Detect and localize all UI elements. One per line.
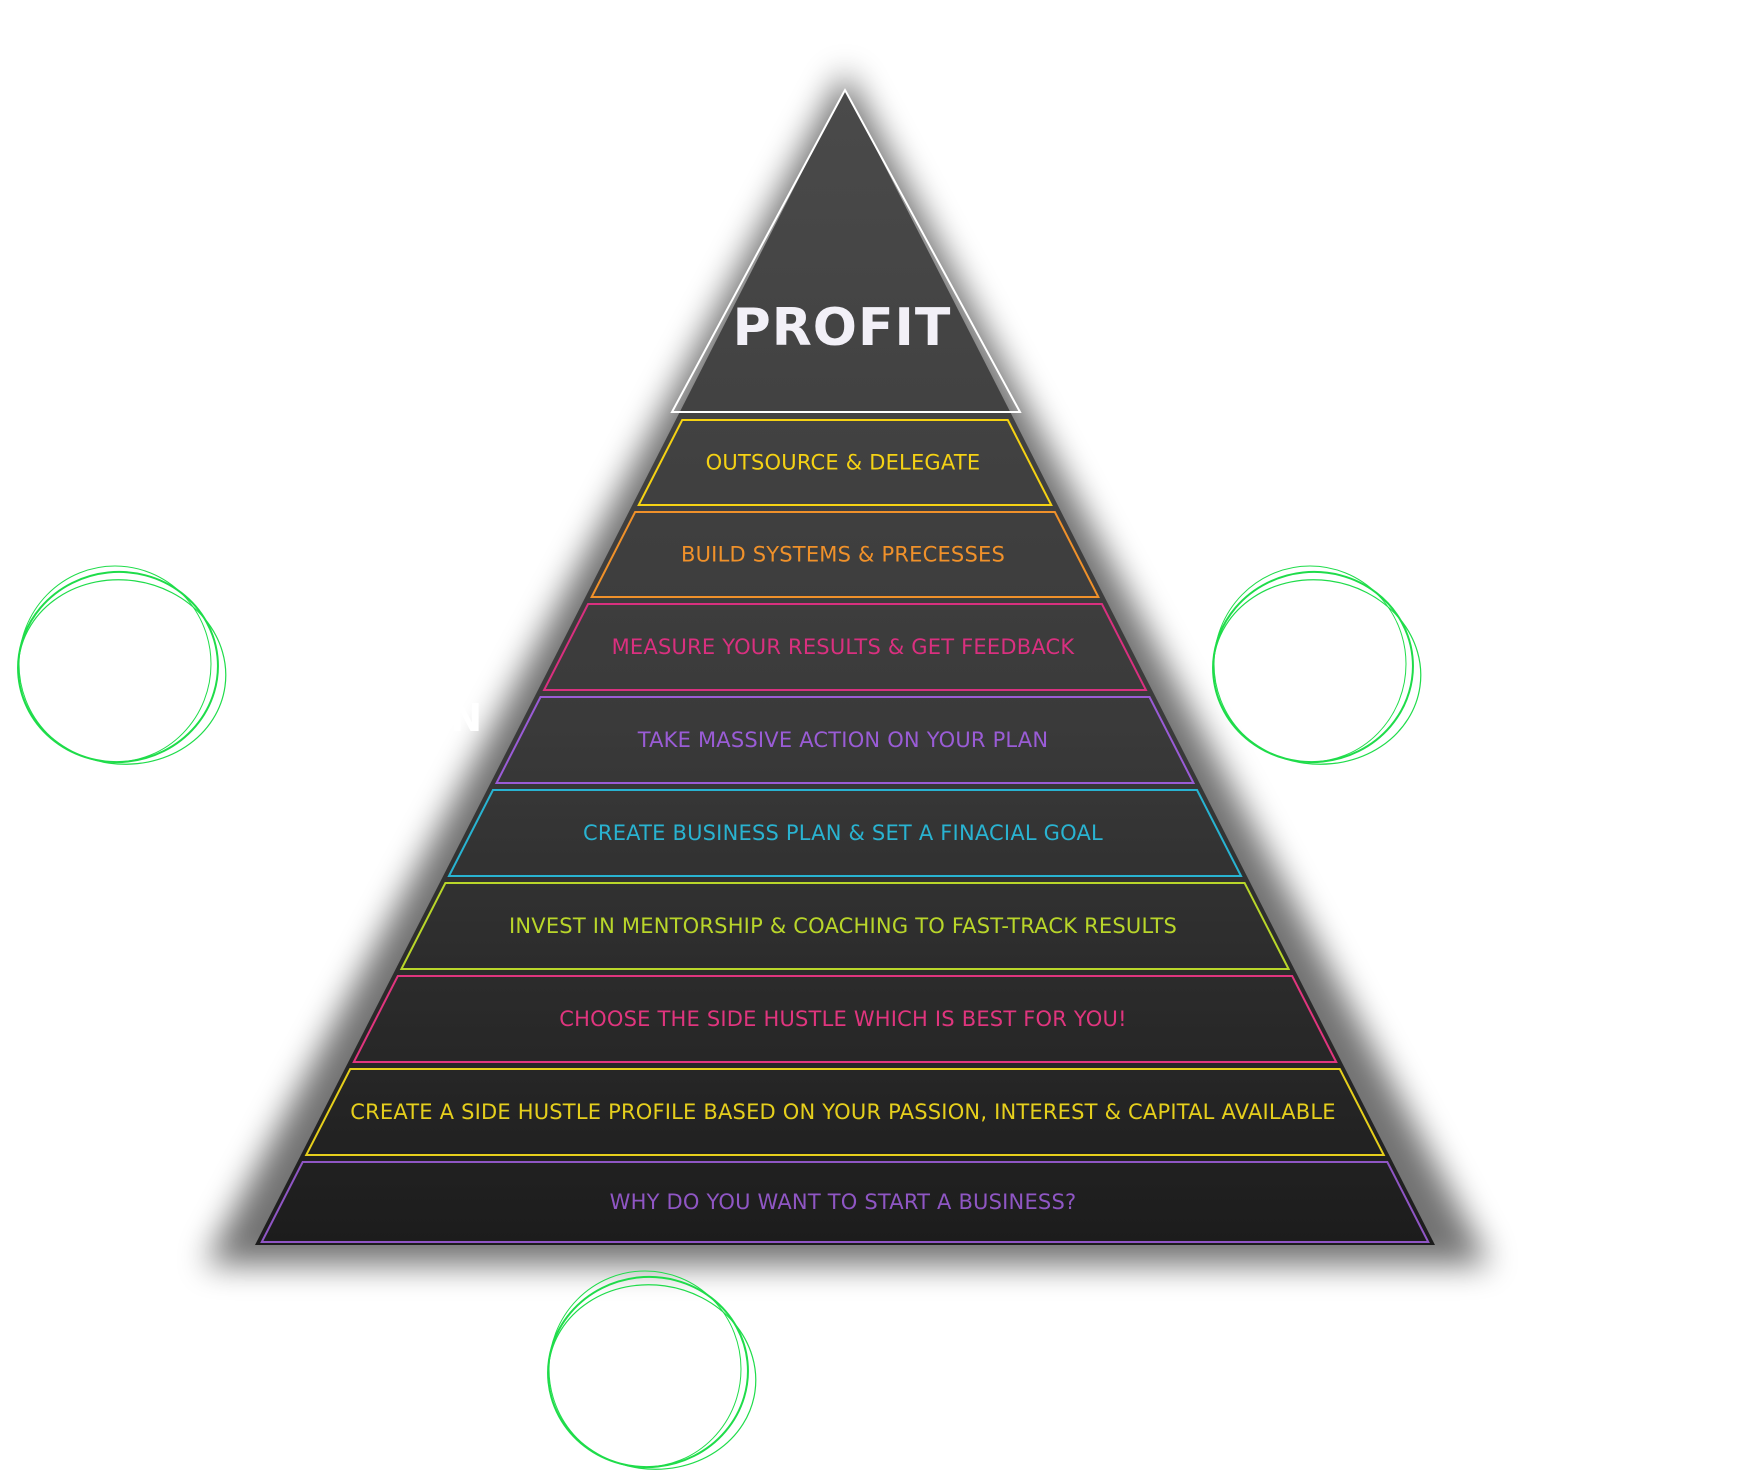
tier-outline: [260, 1161, 1430, 1243]
tier-outline: [447, 789, 1243, 877]
pyramid-body: [255, 88, 1435, 1245]
tier-label: WHY DO YOU WANT TO START A BUSINESS?: [610, 1190, 1077, 1214]
circle-doodle-right: [1212, 565, 1422, 765]
tier-outline: [399, 882, 1291, 970]
pyramid-tier: CREATE A SIDE HUSTLE PROFILE BASED ON YO…: [304, 1068, 1386, 1156]
tier-label: CREATE A SIDE HUSTLE PROFILE BASED ON YO…: [350, 1100, 1336, 1124]
partial-side-label: ON: [418, 696, 482, 740]
pyramid-tier: INVEST IN MENTORSHIP & COACHING TO FAST-…: [399, 882, 1291, 970]
apex-triangle: [670, 87, 1022, 413]
tier-label: BUILD SYSTEMS & PRECESSES: [681, 543, 1005, 567]
tier-label: OUTSOURCE & DELEGATE: [706, 451, 981, 475]
tier-label: INVEST IN MENTORSHIP & COACHING TO FAST-…: [509, 914, 1177, 938]
pyramid-tier: CREATE BUSINESS PLAN & SET A FINACIAL GO…: [447, 789, 1243, 877]
tier-label: MEASURE YOUR RESULTS & GET FEEDBACK: [612, 635, 1076, 659]
pyramid-tier: BUILD SYSTEMS & PRECESSES: [590, 511, 1100, 598]
apex-label: PROFIT: [733, 298, 952, 358]
tier-outline: [542, 603, 1148, 691]
tier-label: CREATE BUSINESS PLAN & SET A FINACIAL GO…: [583, 821, 1103, 845]
tier-outline: [590, 511, 1100, 598]
tier-outline: [304, 1068, 1386, 1156]
tier-label: CHOOSE THE SIDE HUSTLE WHICH IS BEST FOR…: [559, 1007, 1126, 1031]
pyramid-tier: MEASURE YOUR RESULTS & GET FEEDBACK: [542, 603, 1148, 691]
pyramid-tier: OUTSOURCE & DELEGATE: [637, 419, 1053, 506]
pyramid-tier: TAKE MASSIVE ACTION ON YOUR PLAN: [494, 696, 1196, 784]
tier-outline: [637, 419, 1053, 506]
tier-outline: [352, 975, 1338, 1063]
circle-doodle-left: [17, 565, 227, 765]
circle-doodle-bottom: [547, 1270, 757, 1470]
pyramid-tiers: OUTSOURCE & DELEGATE BUILD SYSTEMS & PREC…: [260, 419, 1430, 1243]
tier-outline: [494, 696, 1196, 784]
pyramid-tier: CHOOSE THE SIDE HUSTLE WHICH IS BEST FOR…: [352, 975, 1338, 1063]
tier-label: TAKE MASSIVE ACTION ON YOUR PLAN: [637, 728, 1049, 752]
pyramid-tier: WHY DO YOU WANT TO START A BUSINESS?: [260, 1161, 1430, 1243]
